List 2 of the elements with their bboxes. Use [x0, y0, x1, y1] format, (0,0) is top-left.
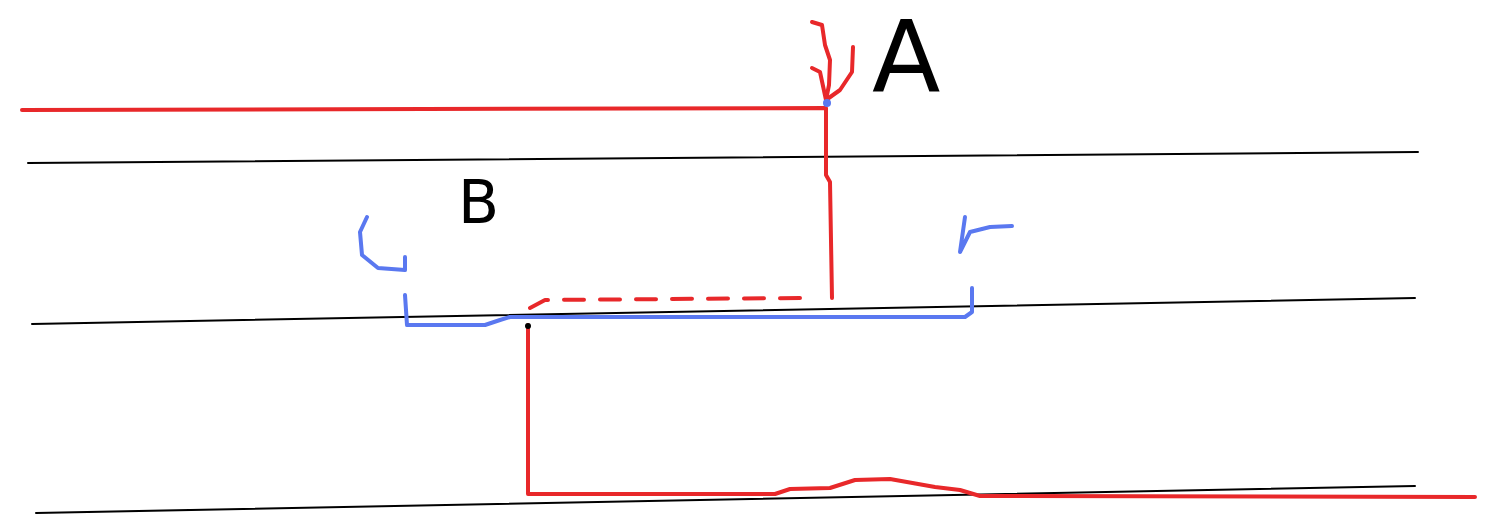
point-label: B	[458, 172, 500, 232]
point-label: A	[872, 8, 941, 108]
